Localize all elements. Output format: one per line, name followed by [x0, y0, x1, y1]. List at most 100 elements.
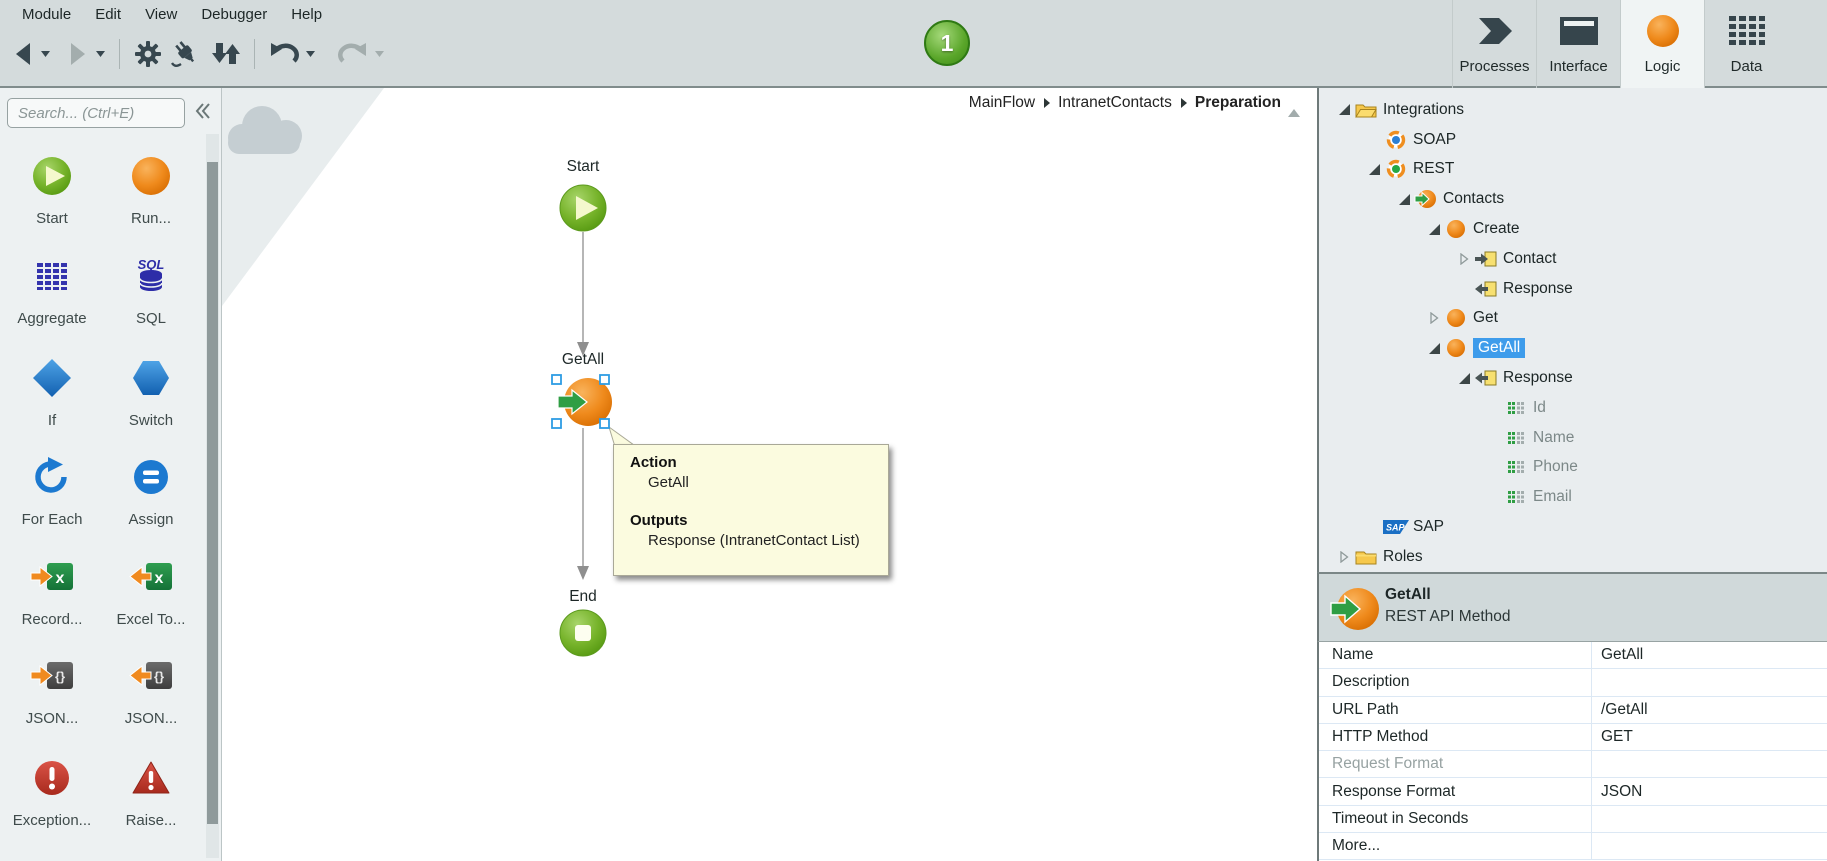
- json-to-record-icon: {}: [129, 653, 173, 699]
- tree-item-rest[interactable]: REST: [1319, 155, 1827, 185]
- breadcrumb-intranetcontacts[interactable]: IntranetContacts: [1058, 94, 1172, 111]
- toolbox-item-assign[interactable]: Assign: [101, 454, 201, 528]
- toolbox-item-raise[interactable]: Raise...: [101, 755, 201, 829]
- plug-icon[interactable]: [171, 40, 201, 68]
- menu-debugger[interactable]: Debugger: [201, 6, 268, 23]
- forward-icon[interactable]: [67, 41, 89, 67]
- record-to-excel-icon: x: [30, 554, 74, 600]
- collapsed-triangle-icon[interactable]: [1455, 252, 1473, 265]
- tooltip-outputs-label: Outputs: [630, 512, 688, 529]
- toolbox-item-excel-to-record[interactable]: x Excel To...: [101, 554, 201, 628]
- property-row-timeout: Timeout in Seconds: [1319, 805, 1827, 834]
- toolbox-item-switch[interactable]: Switch: [101, 355, 201, 429]
- menu-module[interactable]: Module: [22, 6, 72, 23]
- run-icon: [131, 153, 171, 199]
- toolbox-item-json-to-record[interactable]: {} JSON...: [101, 653, 201, 727]
- tree-item-getall-response[interactable]: Response: [1319, 363, 1827, 393]
- tree-item-phone[interactable]: Phone: [1319, 453, 1827, 483]
- selected-tree-label[interactable]: GetAll: [1473, 338, 1526, 359]
- expanded-triangle-icon[interactable]: [1365, 163, 1383, 175]
- redo-icon[interactable]: [338, 42, 368, 66]
- toolbox-item-run[interactable]: Run...: [101, 153, 201, 227]
- menu-edit[interactable]: Edit: [95, 6, 122, 23]
- property-row-description: Description: [1319, 669, 1827, 697]
- node-tooltip: Action GetAll Outputs Response (Intranet…: [613, 444, 889, 576]
- collapsed-triangle-icon[interactable]: [1425, 312, 1443, 325]
- collapsed-triangle-icon[interactable]: [1335, 550, 1353, 563]
- tooltip-outputs-value: Response (IntranetContact List): [648, 532, 860, 549]
- flow-canvas[interactable]: Start GetAll End MainFlow IntranetContac…: [222, 88, 1317, 861]
- back-icon[interactable]: [12, 41, 34, 67]
- tree-item-name[interactable]: Name: [1319, 423, 1827, 453]
- toolbar-separator: [119, 39, 120, 69]
- top-bar: Module Edit View Debugger Help 1 Process…: [0, 0, 1827, 88]
- redo-dropdown-icon[interactable]: [375, 51, 384, 57]
- tree-item-soap[interactable]: SOAP: [1319, 125, 1827, 155]
- expanded-triangle-icon[interactable]: [1395, 193, 1413, 205]
- selection-handle[interactable]: [551, 374, 610, 429]
- expanded-triangle-icon[interactable]: [1425, 223, 1443, 235]
- expanded-triangle-icon[interactable]: [1335, 104, 1353, 116]
- breadcrumb-mainflow[interactable]: MainFlow: [968, 94, 1036, 111]
- breadcrumb-separator-icon: [1180, 98, 1187, 108]
- toolbox-item-start[interactable]: Start: [2, 153, 102, 227]
- debug-counter-badge: 1: [924, 20, 970, 66]
- tree-item-id[interactable]: Id: [1319, 393, 1827, 423]
- rest-api-method-icon: [1330, 588, 1379, 630]
- property-row-name: Name GetAll: [1319, 642, 1827, 670]
- tree-item-sap[interactable]: SAP SAP: [1319, 512, 1827, 542]
- tree-item-integrations[interactable]: Integrations: [1319, 95, 1827, 125]
- canvas-scroll-up-icon[interactable]: [1288, 104, 1300, 122]
- logic-icon: [1646, 12, 1680, 50]
- folder-icon: [1353, 548, 1379, 565]
- properties-header: GetAll REST API Method: [1317, 572, 1827, 642]
- publish-icon[interactable]: [210, 40, 240, 68]
- tree-item-contacts[interactable]: Contacts: [1319, 184, 1827, 214]
- toolbox-item-aggregate[interactable]: Aggregate: [2, 253, 102, 327]
- expanded-triangle-icon[interactable]: [1455, 372, 1473, 384]
- search-input[interactable]: [7, 98, 185, 128]
- property-row-url-path: URL Path /GetAll: [1319, 696, 1827, 724]
- tree-item-getall[interactable]: GetAll: [1319, 333, 1827, 363]
- tab-interface[interactable]: Interface: [1536, 0, 1620, 88]
- tab-logic[interactable]: Logic: [1620, 0, 1704, 88]
- menu-view[interactable]: View: [145, 6, 178, 23]
- expanded-triangle-icon[interactable]: [1425, 342, 1443, 354]
- record-to-json-icon: {}: [30, 653, 74, 699]
- toolbox-item-record-to-json[interactable]: {} JSON...: [2, 653, 102, 727]
- toolbox-item-if[interactable]: If: [2, 355, 102, 429]
- toolbox-scrollbar-thumb[interactable]: [207, 162, 218, 824]
- tree-item-create[interactable]: Create: [1319, 214, 1827, 244]
- end-node[interactable]: [559, 609, 607, 657]
- undo-icon[interactable]: [269, 42, 299, 66]
- rest-method-icon: [1443, 338, 1469, 358]
- tree-item-contact[interactable]: Contact: [1319, 244, 1827, 274]
- tab-data[interactable]: Data: [1704, 0, 1788, 88]
- tree-item-create-response[interactable]: Response: [1319, 274, 1827, 304]
- toolbox-item-exception[interactable]: Exception...: [2, 755, 102, 829]
- back-dropdown-icon[interactable]: [41, 51, 50, 57]
- start-node[interactable]: [559, 184, 607, 232]
- toolbox-scrollbar[interactable]: [206, 134, 219, 858]
- toolbox-item-record-to-excel[interactable]: x Record...: [2, 554, 102, 628]
- undo-dropdown-icon[interactable]: [306, 51, 315, 57]
- toolbar: [12, 36, 384, 72]
- tree-item-get[interactable]: Get: [1319, 304, 1827, 334]
- property-row-more[interactable]: More...: [1319, 833, 1827, 861]
- data-icon: [1728, 12, 1765, 50]
- property-row-response-format: Response Format JSON: [1319, 778, 1827, 806]
- toolbox-item-foreach[interactable]: For Each: [2, 454, 102, 528]
- collapse-toolbox-icon[interactable]: [195, 102, 211, 125]
- attribute-icon: [1503, 401, 1529, 414]
- menu-help[interactable]: Help: [291, 6, 323, 23]
- gear-icon[interactable]: [134, 40, 162, 68]
- toolbox-item-sql[interactable]: SQL SQL: [101, 253, 201, 327]
- flow-connector[interactable]: [577, 232, 589, 580]
- tree-item-email[interactable]: Email: [1319, 482, 1827, 512]
- forward-dropdown-icon[interactable]: [96, 51, 105, 57]
- getall-node[interactable]: [557, 378, 612, 426]
- output-parameter-icon: [1473, 369, 1499, 387]
- tree-item-roles[interactable]: Roles: [1319, 542, 1827, 572]
- tab-processes[interactable]: Processes: [1452, 0, 1536, 88]
